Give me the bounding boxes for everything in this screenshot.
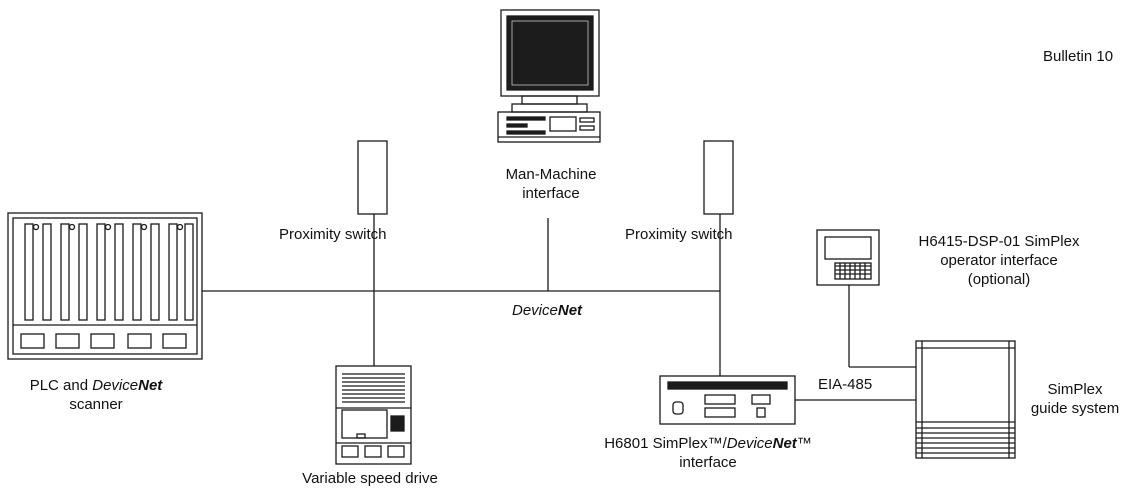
h6801-label: H6801 SimPlex™/DeviceNet™ interface [578,434,838,472]
plc-line2: scanner [69,396,123,413]
operator-line1: H6415-DSP-01 SimPlex [918,233,1080,250]
operator-interface-label: H6415-DSP-01 SimPlex operator interface … [884,232,1114,289]
h6801-line1-prefix: H6801 SimPlex™/ [604,435,727,452]
guide-system-icon [915,340,1016,459]
bulletin-label: Bulletin 10 [1043,48,1114,65]
plc-line1-italic: Device [92,377,139,394]
devicenet-bus [202,214,721,376]
plc-label: PLC and DeviceNet scanner [18,376,174,414]
man-machine-line1: Man-Machine [505,166,597,183]
man-machine-label: Man-Machine interface [488,165,614,203]
computer-icon [497,9,601,143]
plc-rack-icon [7,212,203,360]
eia485-link [795,285,916,401]
guide-line2: guide system [1030,400,1120,417]
variable-speed-drive-icon [335,365,412,465]
operator-line3: (optional) [967,271,1031,288]
devicenet-bold: Net [557,302,583,319]
operator-interface-icon [816,229,880,286]
proximity-switch-right-icon [703,140,734,215]
plc-line1-prefix: PLC and [29,377,93,394]
guide-line1: SimPlex [1047,381,1103,398]
man-machine-line2: interface [522,185,580,202]
h6801-line1: H6801 SimPlex™/DeviceNet™ [578,434,838,453]
h6801-line1-bold: Net [772,435,797,452]
h6801-line1-suffix: ™ [796,435,812,452]
proximity-switch-left-label: Proximity switch [279,226,387,243]
plc-line1: PLC and DeviceNet [18,376,174,395]
h6801-line1-italic: Device [726,435,773,452]
vsd-label: Variable speed drive [302,470,438,487]
eia485-label: EIA-485 [818,376,873,393]
devicenet-prefix: Device [512,302,558,319]
h6801-line2: interface [679,454,737,471]
guide-system-label: SimPlex guide system [1020,380,1130,418]
proximity-switch-right-label: Proximity switch [625,226,733,243]
h6801-interface-icon [659,375,796,425]
devicenet-label: DeviceNet [512,301,582,320]
operator-line2: operator interface [940,252,1058,269]
proximity-switch-left-icon [357,140,388,215]
plc-line1-bold: Net [138,377,163,394]
